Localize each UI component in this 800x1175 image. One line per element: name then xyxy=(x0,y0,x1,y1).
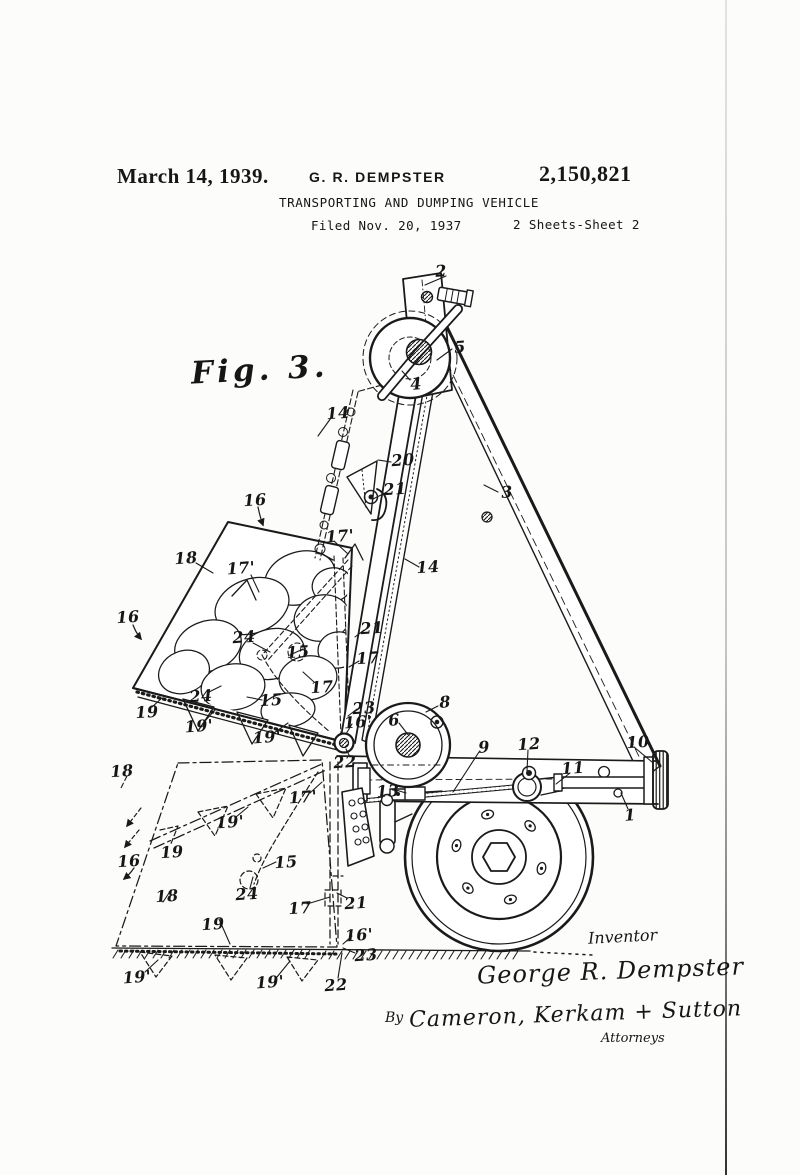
ref-numeral-18: 18 xyxy=(173,547,199,569)
ref-numeral-12: 12 xyxy=(516,733,542,755)
inventor-title: Inventor xyxy=(587,925,658,948)
ref-numeral-24: 24 xyxy=(234,883,260,905)
ref-numeral-17: 17 xyxy=(355,647,381,669)
ref-numeral-19p: 19' xyxy=(255,971,285,993)
ref-numeral-2: 2 xyxy=(434,261,448,281)
step-plate xyxy=(341,767,413,867)
ref-numeral-22: 22 xyxy=(323,974,349,996)
phantom-details xyxy=(139,771,344,982)
ref-numeral-19p: 19' xyxy=(215,811,245,833)
ref-numeral-22: 22 xyxy=(332,751,358,773)
ref-numeral-19p: 19' xyxy=(184,715,214,737)
ref-numeral-24: 24 xyxy=(188,685,214,707)
ref-numeral-23: 23 xyxy=(353,944,379,966)
ref-numeral-15: 15 xyxy=(258,689,284,711)
ref-numeral-21: 21 xyxy=(382,478,408,500)
ref-numeral-16p: 16' xyxy=(344,924,374,946)
ref-numeral-1: 1 xyxy=(623,805,637,825)
ref-numeral-14: 14 xyxy=(325,402,351,424)
ref-numeral-16p: 16' xyxy=(343,711,373,733)
filed-line: Filed Nov. 20, 1937 xyxy=(311,218,462,233)
ref-numeral-21: 21 xyxy=(343,892,369,914)
lift-chain xyxy=(314,384,383,561)
ref-numeral-17p: 17' xyxy=(226,557,256,579)
inventor-name-caps: G. R. DEMPSTER xyxy=(309,169,446,185)
boom-member-14-dots xyxy=(365,383,430,743)
ref-numeral-10: 10 xyxy=(625,731,651,753)
rail-hole-2 xyxy=(613,788,623,798)
body-chain xyxy=(256,555,353,739)
ref-numeral-15: 15 xyxy=(273,851,299,873)
ref-numeral-4: 4 xyxy=(409,374,423,394)
sheet-line: 2 Sheets-Sheet 2 xyxy=(513,217,640,232)
ref-numeral-19: 19 xyxy=(200,913,226,935)
ref-numeral-21: 21 xyxy=(359,617,385,639)
leader-arrows xyxy=(122,506,265,880)
ref-numeral-16: 16 xyxy=(115,606,141,628)
pulley-hub xyxy=(405,338,433,366)
hook-bracket xyxy=(346,460,388,521)
ref-numeral-16: 16 xyxy=(116,850,142,872)
ref-numeral-8: 8 xyxy=(438,692,452,712)
patent-title: TRANSPORTING AND DUMPING VEHICLE xyxy=(279,195,540,210)
boom-bolt xyxy=(481,511,493,523)
boom-member-3-bold-edge xyxy=(445,325,662,768)
ref-numeral-9: 9 xyxy=(477,737,491,757)
winch-drum xyxy=(364,701,452,789)
issue-date: March 14, 1939. xyxy=(117,164,269,188)
ref-numeral-19p: 19' xyxy=(122,966,152,988)
pulley-dashed-ring xyxy=(362,310,458,406)
ref-numeral-19: 19 xyxy=(134,701,160,723)
body-legs xyxy=(182,698,319,757)
bumper-roller-10 xyxy=(643,750,669,810)
attorneys-title: Attorneys xyxy=(601,1031,665,1046)
rail-bottom-chord xyxy=(348,800,659,805)
body-bracket-17p-right xyxy=(344,543,364,561)
ref-numeral-17p: 17' xyxy=(325,525,355,547)
boom-member-3 xyxy=(428,326,661,781)
drawing-strokes xyxy=(111,272,669,982)
ref-numeral-13: 13 xyxy=(375,780,401,802)
ref-numeral-3: 3 xyxy=(500,482,514,502)
ref-numeral-19p: 19' xyxy=(252,726,282,748)
top-bracket-rivet xyxy=(420,290,434,304)
leader-lines xyxy=(119,275,653,979)
body-bracket-17p-left xyxy=(231,579,257,601)
ref-numeral-11: 11 xyxy=(560,757,586,779)
pivot-roller-hub xyxy=(338,737,350,749)
ref-numeral-18: 18 xyxy=(109,760,135,782)
ref-numeral-18: 18 xyxy=(154,885,180,907)
ref-numeral-15: 15 xyxy=(285,641,311,663)
pulley-inner-dashed xyxy=(388,336,432,380)
ref-numeral-20: 20 xyxy=(390,449,416,471)
drawbar-11 xyxy=(559,776,649,789)
ref-numeral-14: 14 xyxy=(415,556,441,578)
phantom-body xyxy=(115,759,339,948)
patent-number: 2,150,821 xyxy=(539,161,632,186)
phantom-floor-band xyxy=(118,949,338,956)
ref-numeral-17p: 17' xyxy=(288,786,318,808)
by-prefix: By xyxy=(385,1010,404,1026)
ref-numeral-24: 24 xyxy=(231,626,257,648)
ground-line xyxy=(111,947,593,959)
ref-numeral-5: 5 xyxy=(453,337,467,357)
ref-numeral-17: 17 xyxy=(309,676,335,698)
boom-member-3-dash xyxy=(435,339,649,776)
page-edge-line xyxy=(725,0,727,1175)
top-bolt xyxy=(436,286,474,308)
ref-numeral-6: 6 xyxy=(387,710,401,730)
body-floor-edge2 xyxy=(137,696,346,753)
ref-numeral-19: 19 xyxy=(159,841,185,863)
ref-numeral-17: 17 xyxy=(287,897,313,919)
ref-numeral-16: 16 xyxy=(242,489,268,511)
